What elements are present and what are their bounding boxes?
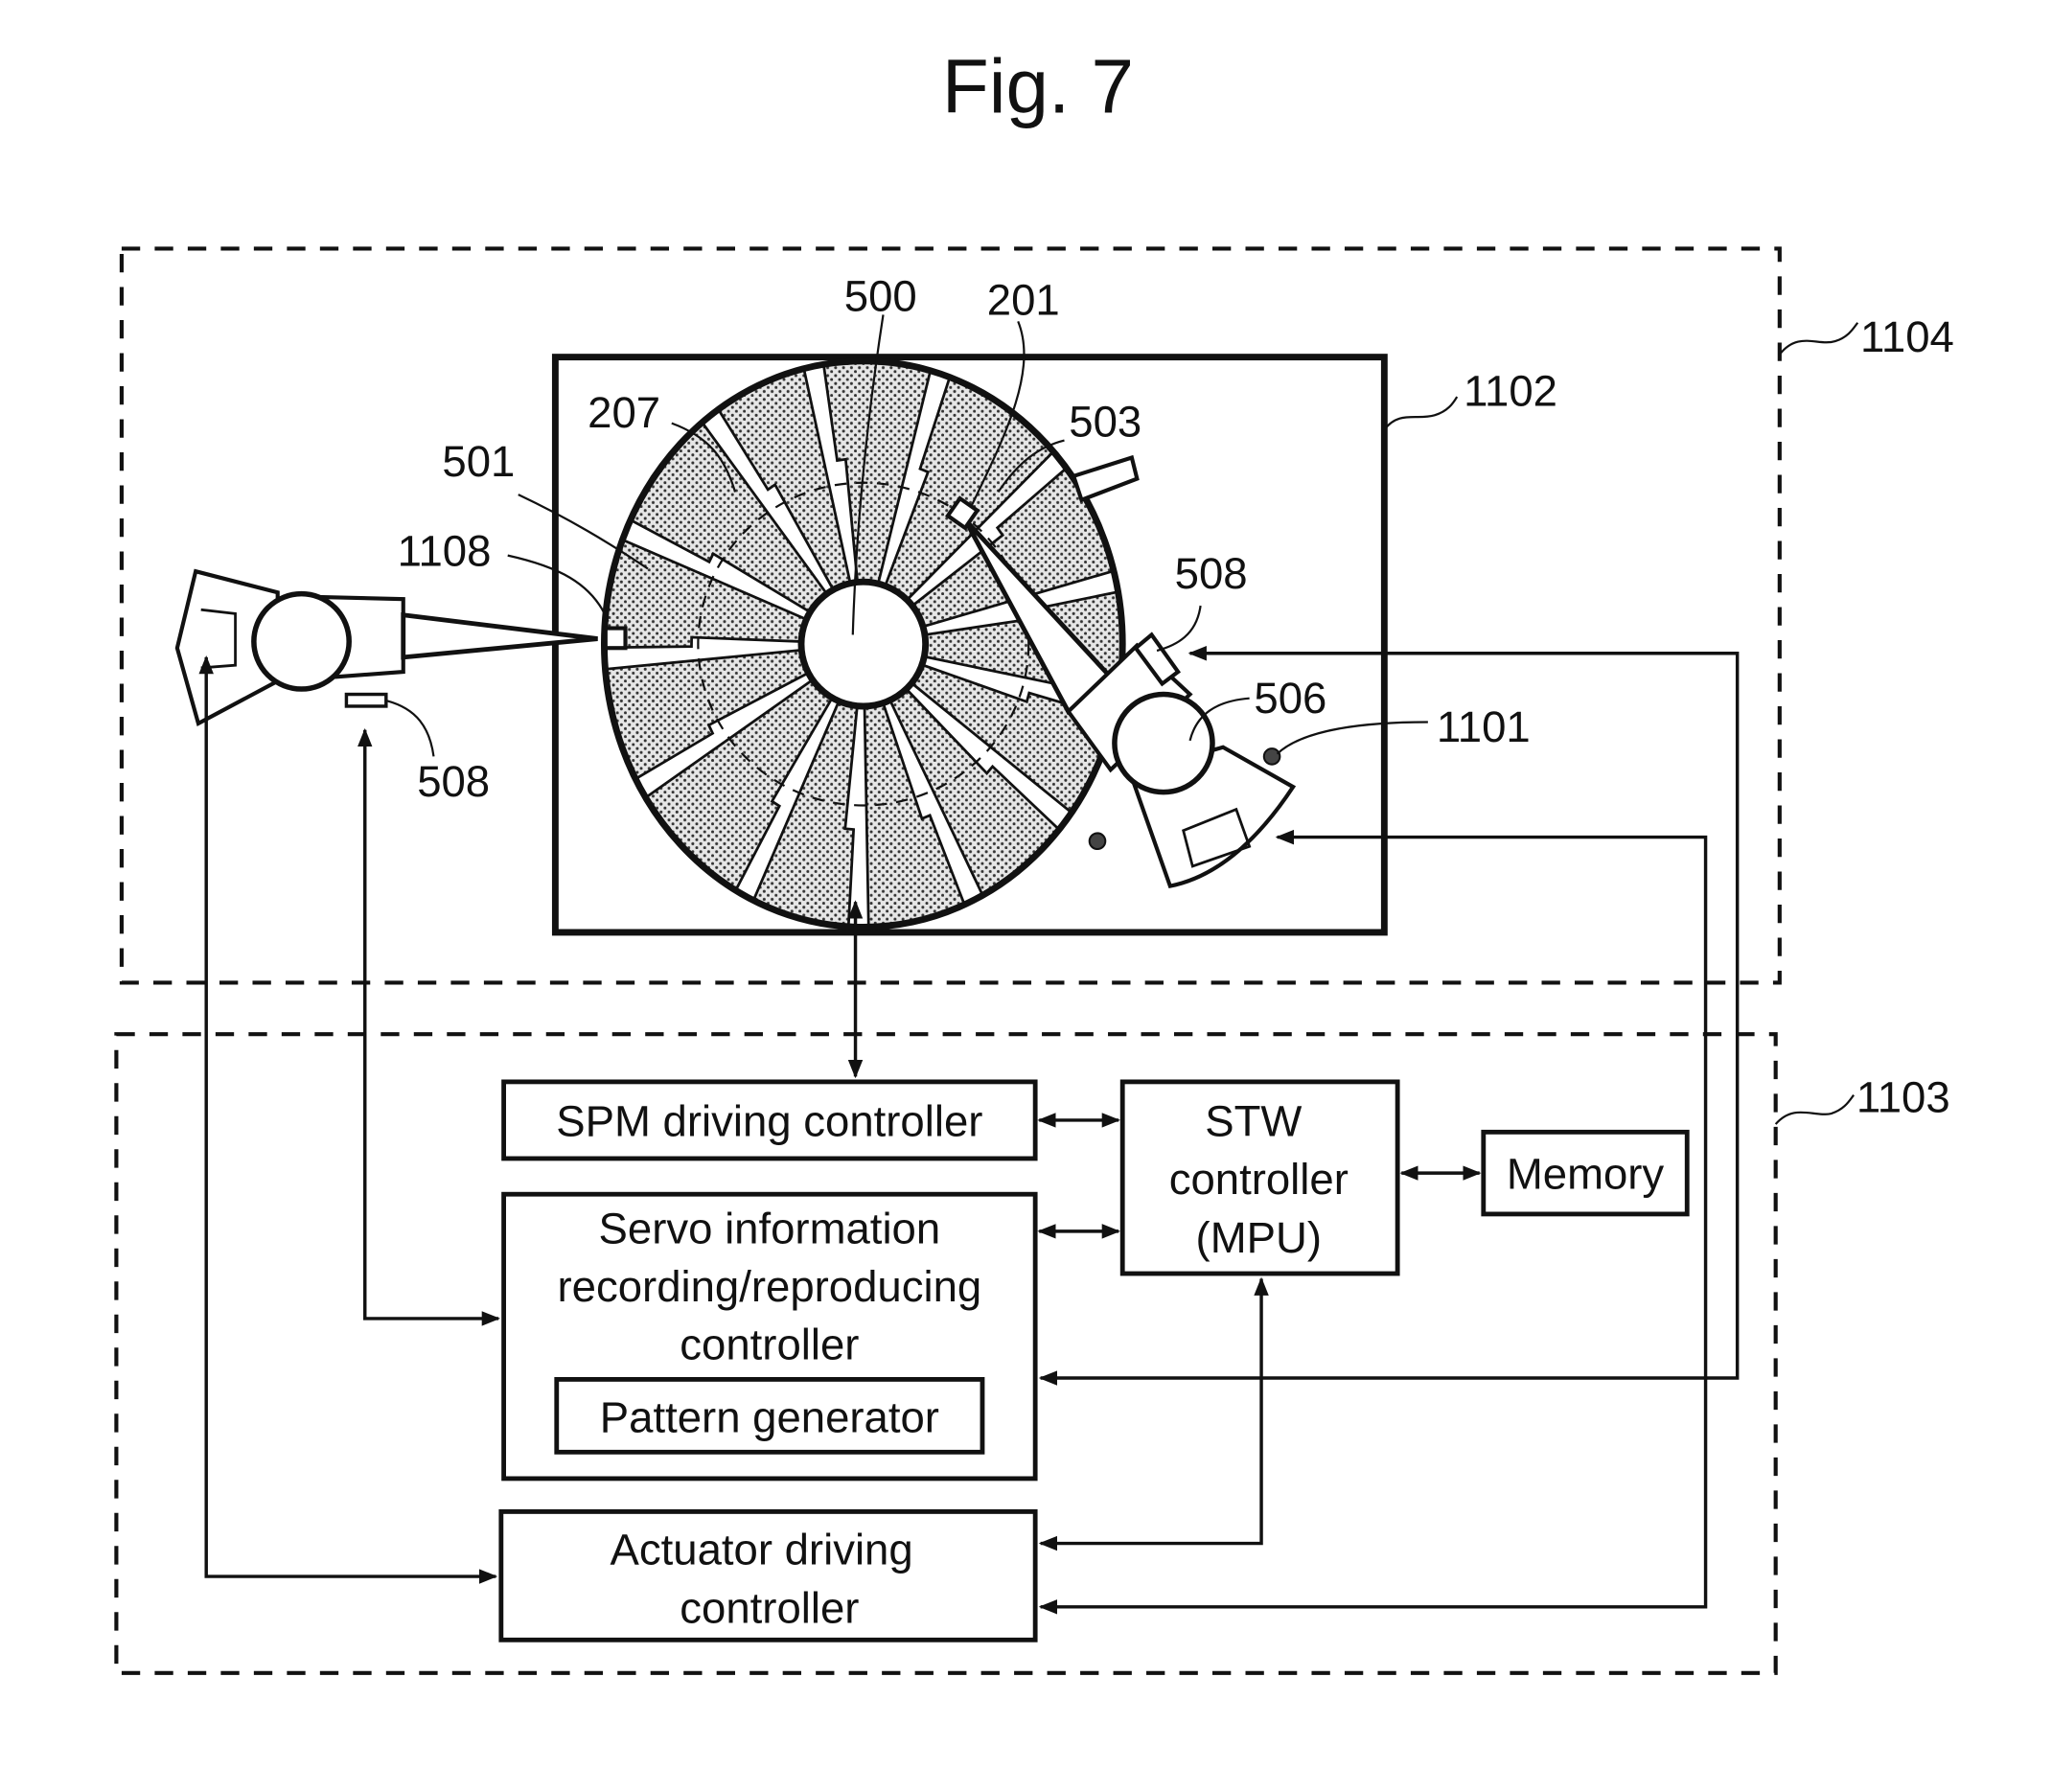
- stw-actuator-link: [1041, 1279, 1261, 1544]
- servo-recording-controller-block: Servo information recording/reproducing …: [504, 1194, 1036, 1479]
- actuator-label-line-1: Actuator driving: [611, 1526, 913, 1574]
- ref-label-503: 503: [1069, 397, 1141, 446]
- figure-title: Fig. 7: [942, 43, 1134, 128]
- leader-508-right: [1157, 606, 1201, 651]
- ref-label-500: 500: [844, 271, 917, 320]
- servo-label-line-2: recording/reproducing: [558, 1262, 982, 1311]
- screw-1101: [1264, 748, 1280, 765]
- ref-label-508-right: 508: [1175, 549, 1248, 598]
- leader-1102: [1384, 397, 1457, 430]
- leader-508-left: [387, 701, 433, 756]
- stw-label-line-1: STW: [1205, 1096, 1302, 1145]
- pattern-generator-label: Pattern generator: [600, 1393, 939, 1442]
- actuator-label-line-2: controller: [680, 1583, 859, 1632]
- stw-label-line-2: controller: [1169, 1155, 1349, 1204]
- ref-label-1101: 1101: [1437, 702, 1531, 751]
- spindle-hub: [801, 582, 926, 706]
- ref-label-1104: 1104: [1860, 312, 1954, 361]
- ref-label-508-left: 508: [417, 757, 490, 806]
- spm-driving-controller-label: SPM driving controller: [556, 1096, 982, 1145]
- left-sensor-servo-link: [365, 730, 498, 1319]
- leader-1101: [1278, 723, 1428, 754]
- stw-label-line-3: (MPU): [1196, 1213, 1322, 1262]
- ref-label-207: 207: [588, 388, 660, 437]
- spm-driving-controller-block: SPM driving controller: [504, 1082, 1036, 1159]
- ref-label-1102: 1102: [1464, 367, 1557, 416]
- sensor-508-left: [346, 695, 385, 706]
- servo-label-line-1: Servo information: [599, 1204, 941, 1252]
- servo-label-line-3: controller: [680, 1321, 859, 1369]
- leader-1104: [1780, 323, 1857, 355]
- ref-label-506: 506: [1254, 674, 1326, 723]
- memory-block: Memory: [1484, 1132, 1687, 1214]
- ref-label-201: 201: [987, 275, 1060, 324]
- actuator-driving-controller-block: Actuator driving controller: [501, 1511, 1035, 1640]
- ref-label-1108: 1108: [398, 527, 492, 576]
- leader-1103: [1776, 1095, 1854, 1124]
- pivot-left: [254, 594, 349, 689]
- ref-label-501: 501: [442, 437, 515, 486]
- memory-label: Memory: [1507, 1150, 1665, 1199]
- stw-controller-block: STW controller (MPU): [1122, 1082, 1397, 1274]
- screw: [1090, 833, 1106, 849]
- stopper-pin-503: [1073, 458, 1137, 500]
- pivot-506: [1115, 695, 1212, 793]
- left-arm: [403, 615, 598, 657]
- ref-label-1103: 1103: [1856, 1073, 1950, 1122]
- head-1108: [606, 629, 626, 649]
